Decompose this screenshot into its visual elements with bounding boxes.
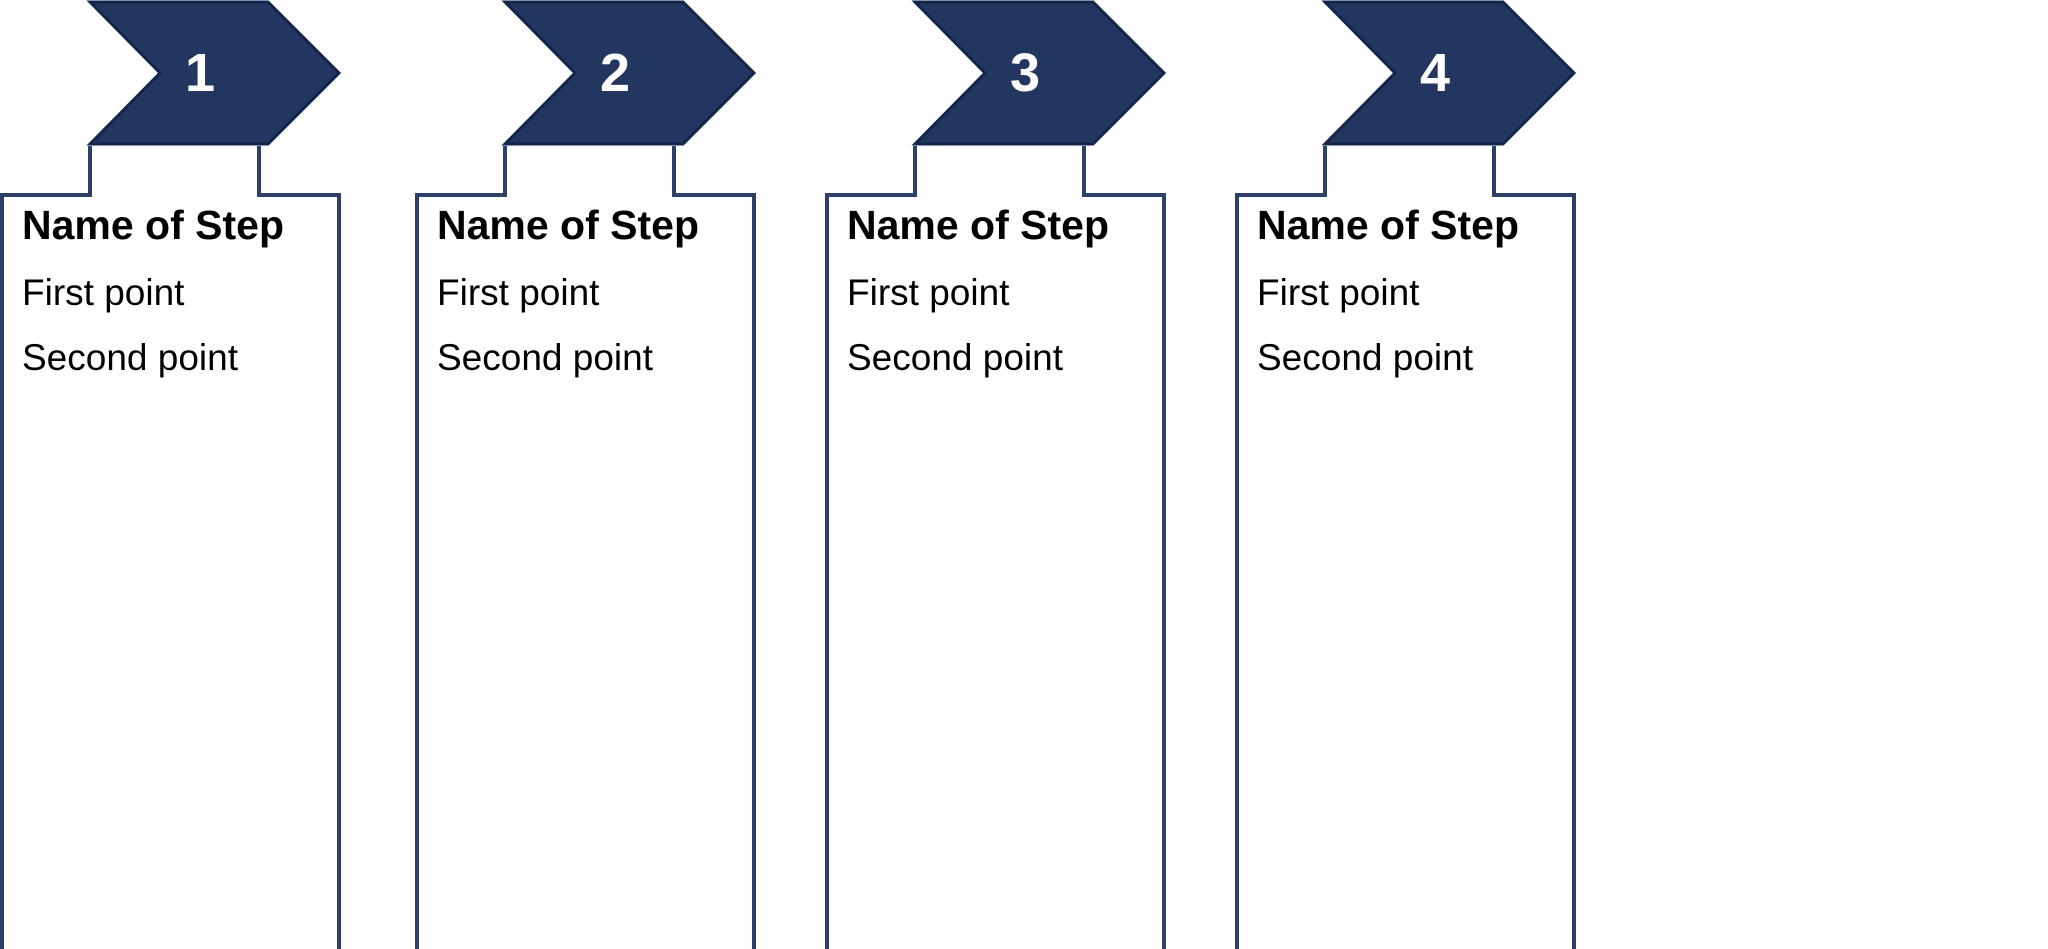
step-body-outline xyxy=(415,146,756,949)
step-number: 4 xyxy=(1419,43,1451,103)
step-point: First point xyxy=(437,272,600,313)
step-title: Name of Step xyxy=(847,202,1109,248)
step-point: First point xyxy=(847,272,1010,313)
step-point: Second point xyxy=(22,337,239,378)
step-chevron[interactable]: 3 xyxy=(911,0,1167,146)
step-text-block: Name of Step First point Second point xyxy=(437,202,747,378)
step-point: Second point xyxy=(437,337,654,378)
step-text-block: Name of Step First point Second point xyxy=(847,202,1157,378)
step-body-outline xyxy=(825,146,1166,949)
step-text-block: Name of Step First point Second point xyxy=(1257,202,1567,378)
chevron-shape-icon xyxy=(501,0,757,146)
step-body-outline xyxy=(1235,146,1576,949)
step-title: Name of Step xyxy=(22,202,284,248)
step-chevron[interactable]: 2 xyxy=(501,0,757,146)
step-point: First point xyxy=(1257,272,1420,313)
step-number: 3 xyxy=(1009,43,1041,103)
chevron-shape-icon xyxy=(86,0,342,146)
process-step[interactable]: 3 Name of Step First point Second point xyxy=(825,0,1167,949)
process-step[interactable]: 2 Name of Step First point Second point xyxy=(415,0,757,949)
step-text-block: Name of Step First point Second point xyxy=(22,202,332,378)
chevron-shape-icon xyxy=(1321,0,1577,146)
step-number: 2 xyxy=(599,43,631,103)
step-number: 1 xyxy=(184,43,216,103)
step-title: Name of Step xyxy=(1257,202,1519,248)
step-point: Second point xyxy=(847,337,1064,378)
chevron-shape-icon xyxy=(911,0,1167,146)
step-chevron[interactable]: 1 xyxy=(86,0,342,146)
step-chevron[interactable]: 4 xyxy=(1321,0,1577,146)
step-point: Second point xyxy=(1257,337,1474,378)
step-title: Name of Step xyxy=(437,202,699,248)
process-step[interactable]: 4 Name of Step First point Second point xyxy=(1235,0,1577,949)
process-step[interactable]: 1 Name of Step First point Second point xyxy=(0,0,342,949)
step-point: First point xyxy=(22,272,185,313)
step-body-outline xyxy=(0,146,341,949)
